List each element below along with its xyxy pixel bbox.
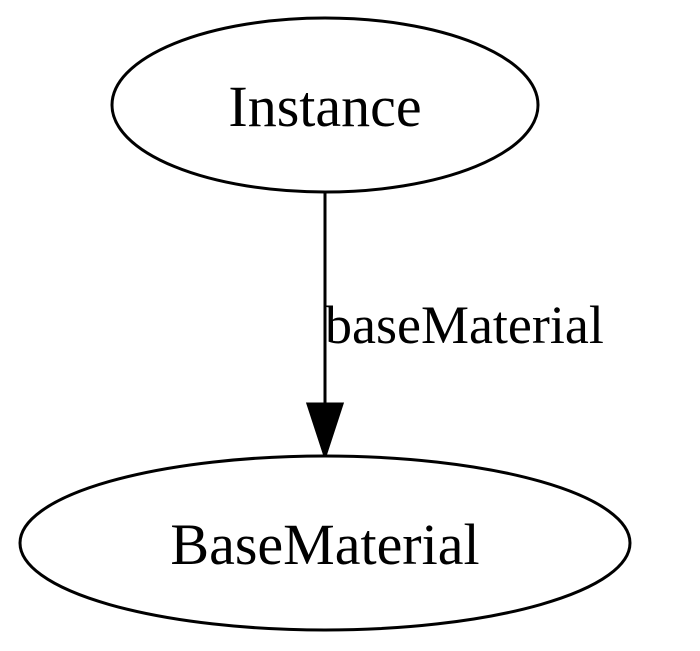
node-basematerial-ellipse	[18, 454, 632, 632]
node-instance-label: Instance	[228, 74, 421, 139]
edge-instance-to-basematerial: baseMaterial	[305, 192, 604, 461]
edge-label: baseMaterial	[325, 295, 604, 355]
node-basematerial: BaseMaterial	[18, 454, 632, 632]
arrowhead-icon	[305, 402, 345, 461]
node-instance: Instance	[110, 16, 540, 194]
node-basematerial-label: BaseMaterial	[170, 512, 479, 577]
